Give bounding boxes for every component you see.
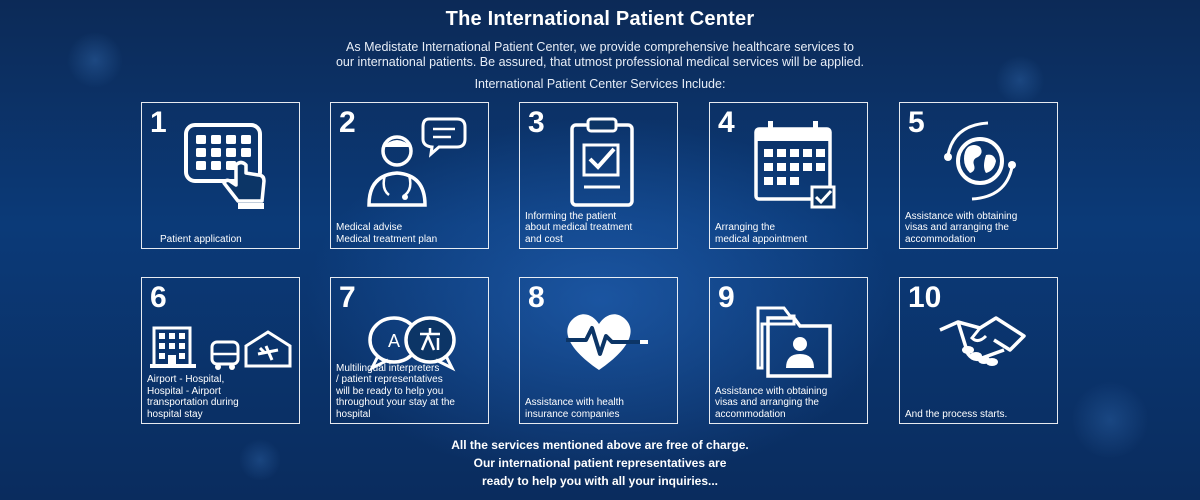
card-number: 9 <box>718 281 735 314</box>
translate-bubbles-icon: A <box>331 288 488 388</box>
globe-arrows-icon <box>900 113 1057 213</box>
service-card-10: 10 And the process starts. <box>899 277 1058 424</box>
card-number: 8 <box>528 281 545 314</box>
service-card-3: 3 Informing the patient about medical tr… <box>519 102 678 249</box>
service-card-6: 6 Airport - Hospital, Hospital - Airport… <box>141 277 300 424</box>
card-number: 6 <box>150 281 167 314</box>
intro-line: our international patients. Be assured, … <box>335 55 865 69</box>
tablet-touch-icon <box>142 113 299 213</box>
footer-line: All the services mentioned above are fre… <box>451 438 749 452</box>
card-label: Informing the patient about medical trea… <box>525 210 633 245</box>
page-title: The International Patient Center <box>445 8 755 30</box>
service-card-7: 7 A Multilingual interpreters / patient … <box>330 277 489 424</box>
handshake-icon <box>900 288 1057 388</box>
card-label: Multilingual interpreters / patient repr… <box>336 362 455 420</box>
svg-text:A: A <box>387 331 399 351</box>
card-label: And the process starts. <box>905 408 1008 420</box>
service-card-8: 8 Assistance with health insurance compa… <box>519 277 678 424</box>
doctor-chat-icon <box>331 113 488 213</box>
clipboard-check-icon <box>520 113 677 213</box>
hospital-bus-airport-icon <box>142 288 299 388</box>
card-number: 5 <box>908 106 925 139</box>
service-card-2: 2 Medical advise Medical treatment plan <box>330 102 489 249</box>
heart-pulse-icon <box>520 288 677 388</box>
intro-text: As Medistate International Patient Cente… <box>0 40 1200 70</box>
card-label: Arranging the medical appointment <box>715 222 808 245</box>
folder-user-icon <box>710 288 867 388</box>
intro-line: As Medistate International Patient Cente… <box>346 40 854 54</box>
card-label: Medical advise Medical treatment plan <box>336 222 438 245</box>
service-card-4: 4 Arranging the medical appointment <box>709 102 868 249</box>
card-number: 7 <box>339 281 356 314</box>
services-title: International Patient Center Services In… <box>474 77 726 91</box>
service-card-1: 1 Patient application <box>141 102 300 249</box>
card-number: 1 <box>150 106 167 139</box>
card-label: Patient application <box>160 233 242 245</box>
footer-line: ready to help you with all your inquirie… <box>481 474 719 488</box>
card-label: Assistance with obtaining visas and arra… <box>715 385 828 420</box>
footer-line: Our international patient representative… <box>473 456 727 470</box>
card-number: 4 <box>718 106 735 139</box>
card-number: 10 <box>908 281 942 314</box>
card-label: Assistance with obtaining visas and arra… <box>905 210 1018 245</box>
card-label: Airport - Hospital, Hospital - Airport t… <box>147 374 239 420</box>
footer-note: All the services mentioned above are fre… <box>0 436 1200 490</box>
card-number: 3 <box>528 106 545 139</box>
service-card-5: 5 Assistance with obtaining visas and ar… <box>899 102 1058 249</box>
card-label: Assistance with health insurance compani… <box>525 397 624 420</box>
card-number: 2 <box>339 106 356 139</box>
calendar-check-icon <box>710 113 867 213</box>
service-card-9: 9 Assistance with obtaining visas and ar… <box>709 277 868 424</box>
